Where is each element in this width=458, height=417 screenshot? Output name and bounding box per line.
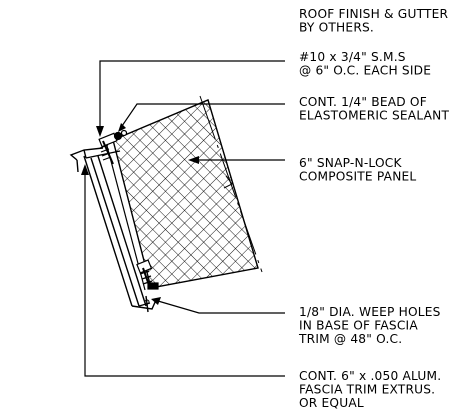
note-roof-finish: ROOF FINISH & GUTTER BY OTHERS.: [299, 7, 452, 35]
sealant-bead: [113, 129, 128, 141]
bottom-screw: [136, 259, 159, 290]
fascia-trim: [69, 147, 157, 313]
arrowheads: [81, 123, 199, 305]
note-sealant: CONT. 1/4" BEAD OF ELASTOMERIC SEALANT: [299, 95, 449, 123]
note-composite-panel: 6" SNAP-N-LOCK COMPOSITE PANEL: [299, 156, 416, 184]
composite-panel: [105, 99, 259, 291]
panel-break-mark: [223, 175, 233, 189]
note-fascia-trim: CONT. 6" x .050 ALUM. FASCIA TRIM EXTRUS…: [299, 369, 445, 410]
note-weep-holes: 1/8" DIA. WEEP HOLES IN BASE OF FASCIA T…: [298, 305, 445, 346]
leader-lines: [84, 60, 285, 377]
weep-hole: [144, 299, 150, 305]
top-screw: [98, 132, 118, 165]
note-sms-screw: #10 x 3/4" S.M.S @ 6" O.C. EACH SIDE: [299, 50, 431, 78]
